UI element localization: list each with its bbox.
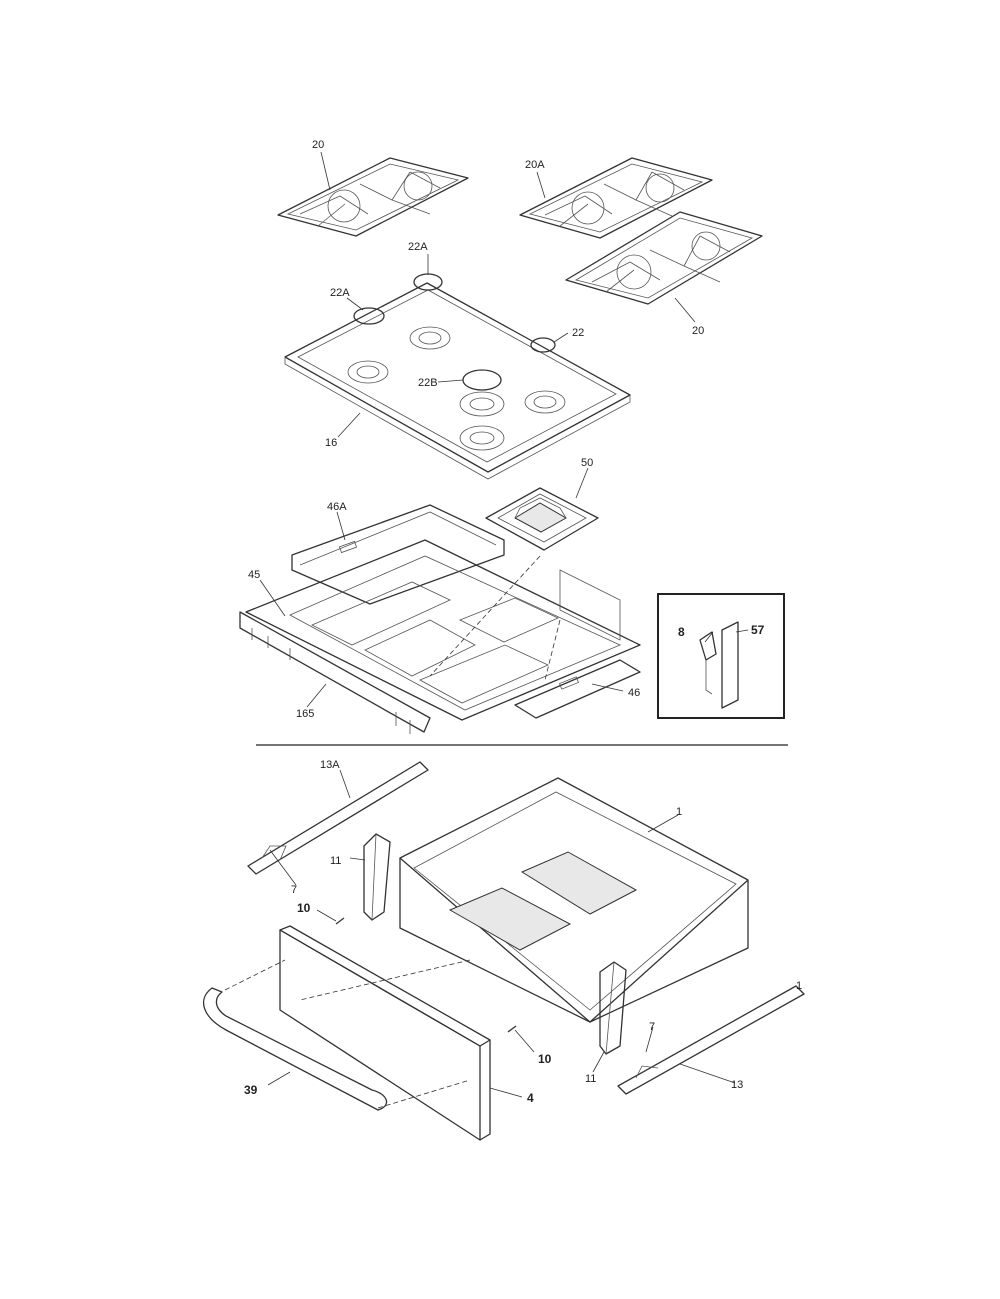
callout-1-right: 1 xyxy=(796,980,802,992)
callout-13a: 13A xyxy=(320,759,340,771)
grate-20-left xyxy=(277,157,469,237)
align-line-2 xyxy=(544,619,561,681)
callout-50: 50 xyxy=(581,457,593,469)
callout-11-left: 11 xyxy=(330,855,341,867)
callout-16: 16 xyxy=(325,437,337,449)
callout-10-right: 10 xyxy=(538,1052,552,1066)
part-50 xyxy=(485,487,599,551)
callout-57: 57 xyxy=(751,623,765,637)
burner-cap-22b xyxy=(462,369,502,391)
bracket-11-right xyxy=(599,961,627,1055)
callout-22b: 22B xyxy=(418,377,438,389)
callout-13: 13 xyxy=(731,1079,743,1091)
callout-46: 46 xyxy=(628,687,640,699)
leader-lines xyxy=(259,151,749,1098)
callout-1-drawer: 1 xyxy=(676,806,682,818)
burner-cap-22 xyxy=(530,337,556,353)
align-line-3 xyxy=(299,959,471,1001)
callout-10-top: 10 xyxy=(297,901,311,915)
slide-rail-13a xyxy=(247,761,429,875)
callout-7-left: 7 xyxy=(291,884,297,896)
callout-20-right-grate: 20 xyxy=(692,325,704,337)
bracket-11-left xyxy=(363,833,391,921)
burner-cap-22a-left xyxy=(353,307,385,325)
main-body-tray xyxy=(239,539,641,734)
callout-20-left-grate: 20 xyxy=(312,139,324,151)
callout-46a: 46A xyxy=(327,501,347,513)
cooktop-16 xyxy=(284,273,631,480)
callout-11-right: 11 xyxy=(585,1073,596,1085)
slide-rail-13 xyxy=(617,985,805,1095)
align-line-5 xyxy=(377,1079,471,1109)
callout-7-right: 7 xyxy=(649,1021,655,1033)
callout-22a-top: 22A xyxy=(408,241,428,253)
screw-10-right xyxy=(507,1025,517,1033)
panel-46a xyxy=(291,504,505,605)
callout-45: 45 xyxy=(248,569,260,581)
callout-22a-left: 22A xyxy=(330,287,350,299)
grate-20a xyxy=(519,157,713,239)
drawer-front-4 xyxy=(279,925,491,1141)
callout-4: 4 xyxy=(527,1091,534,1105)
inset-box xyxy=(657,593,785,719)
callout-165: 165 xyxy=(296,708,314,720)
callout-8: 8 xyxy=(678,625,685,639)
align-line-4 xyxy=(224,959,286,991)
screw-10-top xyxy=(335,917,345,925)
align-line-1 xyxy=(429,555,541,677)
handle-39 xyxy=(202,987,388,1111)
burner-cap-22a-top xyxy=(413,273,443,291)
callout-22: 22 xyxy=(572,327,584,339)
callout-20a: 20A xyxy=(525,159,545,171)
drawer-body-1 xyxy=(399,777,749,1023)
grate-20-right xyxy=(565,211,763,305)
callout-39: 39 xyxy=(244,1083,258,1097)
